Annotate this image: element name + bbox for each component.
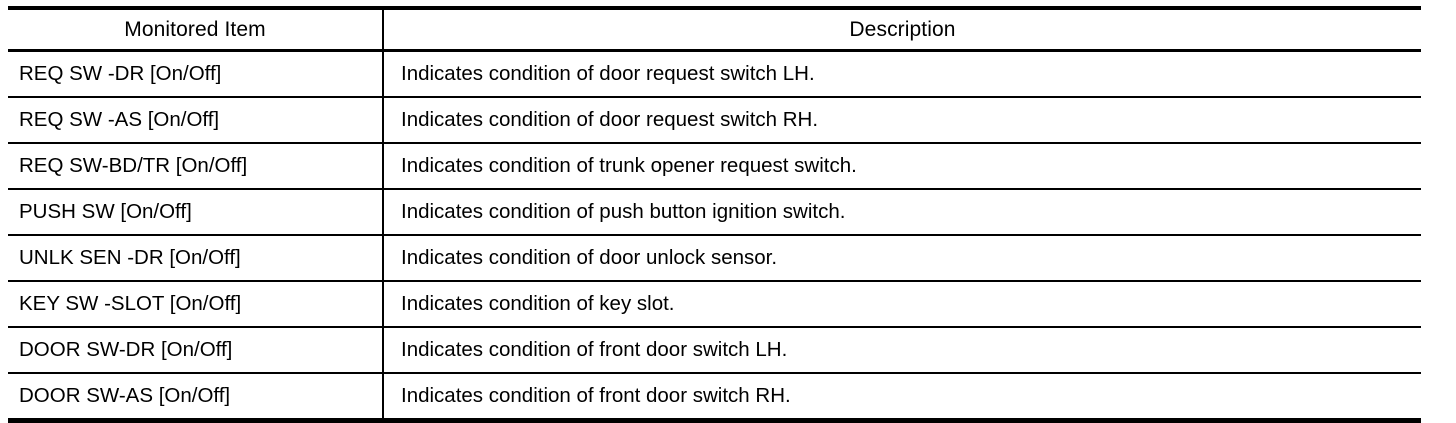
- document-page: Monitored Item Description REQ SW -DR [O…: [8, 6, 1421, 423]
- table-header-row: Monitored Item Description: [8, 6, 1421, 52]
- description-text: Indicates condition of front door switch…: [401, 384, 791, 407]
- cell-description: Indicates condition of trunk opener requ…: [383, 143, 1421, 190]
- monitored-item-text: PUSH SW [On/Off]: [19, 200, 192, 223]
- cell-monitored-item: DOOR SW-DR [On/Off]: [8, 327, 384, 374]
- table-row: REQ SW-BD/TR [On/Off] Indicates condition…: [8, 143, 1421, 190]
- table-body: REQ SW -DR [On/Off] Indicates condition o…: [8, 50, 1421, 423]
- cell-monitored-item: REQ SW-BD/TR [On/Off]: [8, 143, 384, 190]
- cell-monitored-item: REQ SW -AS [On/Off]: [8, 97, 384, 144]
- table-row: REQ SW -DR [On/Off] Indicates condition o…: [8, 50, 1421, 98]
- cell-description: Indicates condition of front door switch…: [383, 327, 1421, 374]
- cell-description: Indicates condition of door unlock senso…: [383, 235, 1421, 282]
- monitored-item-description-table: Monitored Item Description REQ SW -DR [O…: [8, 6, 1421, 423]
- monitored-item-text: UNLK SEN -DR [On/Off]: [19, 246, 241, 269]
- cell-description: Indicates condition of key slot.: [383, 281, 1421, 328]
- cell-monitored-item: PUSH SW [On/Off]: [8, 189, 384, 236]
- cell-description: Indicates condition of door request swit…: [383, 97, 1421, 144]
- column-header-description-label: Description: [849, 17, 956, 41]
- cell-description: Indicates condition of push button ignit…: [383, 189, 1421, 236]
- table-row: DOOR SW-AS [On/Off] Indicates condition o…: [8, 373, 1421, 423]
- table-row: PUSH SW [On/Off] Indicates condition of p…: [8, 189, 1421, 236]
- monitored-item-text: REQ SW-BD/TR [On/Off]: [19, 154, 248, 177]
- monitored-item-text: KEY SW -SLOT [On/Off]: [19, 292, 242, 315]
- column-header-monitored-item: Monitored Item: [8, 6, 384, 52]
- description-text: Indicates condition of door request swit…: [401, 108, 819, 131]
- monitored-item-text: REQ SW -DR [On/Off]: [19, 62, 222, 85]
- monitored-item-text: REQ SW -AS [On/Off]: [19, 108, 220, 131]
- cell-description: Indicates condition of front door switch…: [383, 373, 1421, 423]
- cell-monitored-item: UNLK SEN -DR [On/Off]: [8, 235, 384, 282]
- description-text: Indicates condition of door request swit…: [401, 62, 815, 85]
- description-text: Indicates condition of key slot.: [401, 292, 675, 315]
- cell-monitored-item: REQ SW -DR [On/Off]: [8, 50, 384, 98]
- column-header-monitored-item-label: Monitored Item: [124, 17, 266, 41]
- description-text: Indicates condition of trunk opener requ…: [401, 154, 857, 177]
- table-header: Monitored Item Description: [8, 6, 1421, 52]
- table-row: REQ SW -AS [On/Off] Indicates condition o…: [8, 97, 1421, 144]
- cell-monitored-item: DOOR SW-AS [On/Off]: [8, 373, 384, 423]
- cell-monitored-item: KEY SW -SLOT [On/Off]: [8, 281, 384, 328]
- monitored-item-text: DOOR SW-AS [On/Off]: [19, 384, 231, 407]
- description-text: Indicates condition of door unlock senso…: [401, 246, 778, 269]
- table-row: DOOR SW-DR [On/Off] Indicates condition o…: [8, 327, 1421, 374]
- description-text: Indicates condition of push button ignit…: [401, 200, 846, 223]
- column-header-description: Description: [383, 6, 1421, 52]
- table-row: UNLK SEN -DR [On/Off] Indicates condition…: [8, 235, 1421, 282]
- description-text: Indicates condition of front door switch…: [401, 338, 788, 361]
- monitored-item-text: DOOR SW-DR [On/Off]: [19, 338, 233, 361]
- cell-description: Indicates condition of door request swit…: [383, 50, 1421, 98]
- table-row: KEY SW -SLOT [On/Off] Indicates condition…: [8, 281, 1421, 328]
